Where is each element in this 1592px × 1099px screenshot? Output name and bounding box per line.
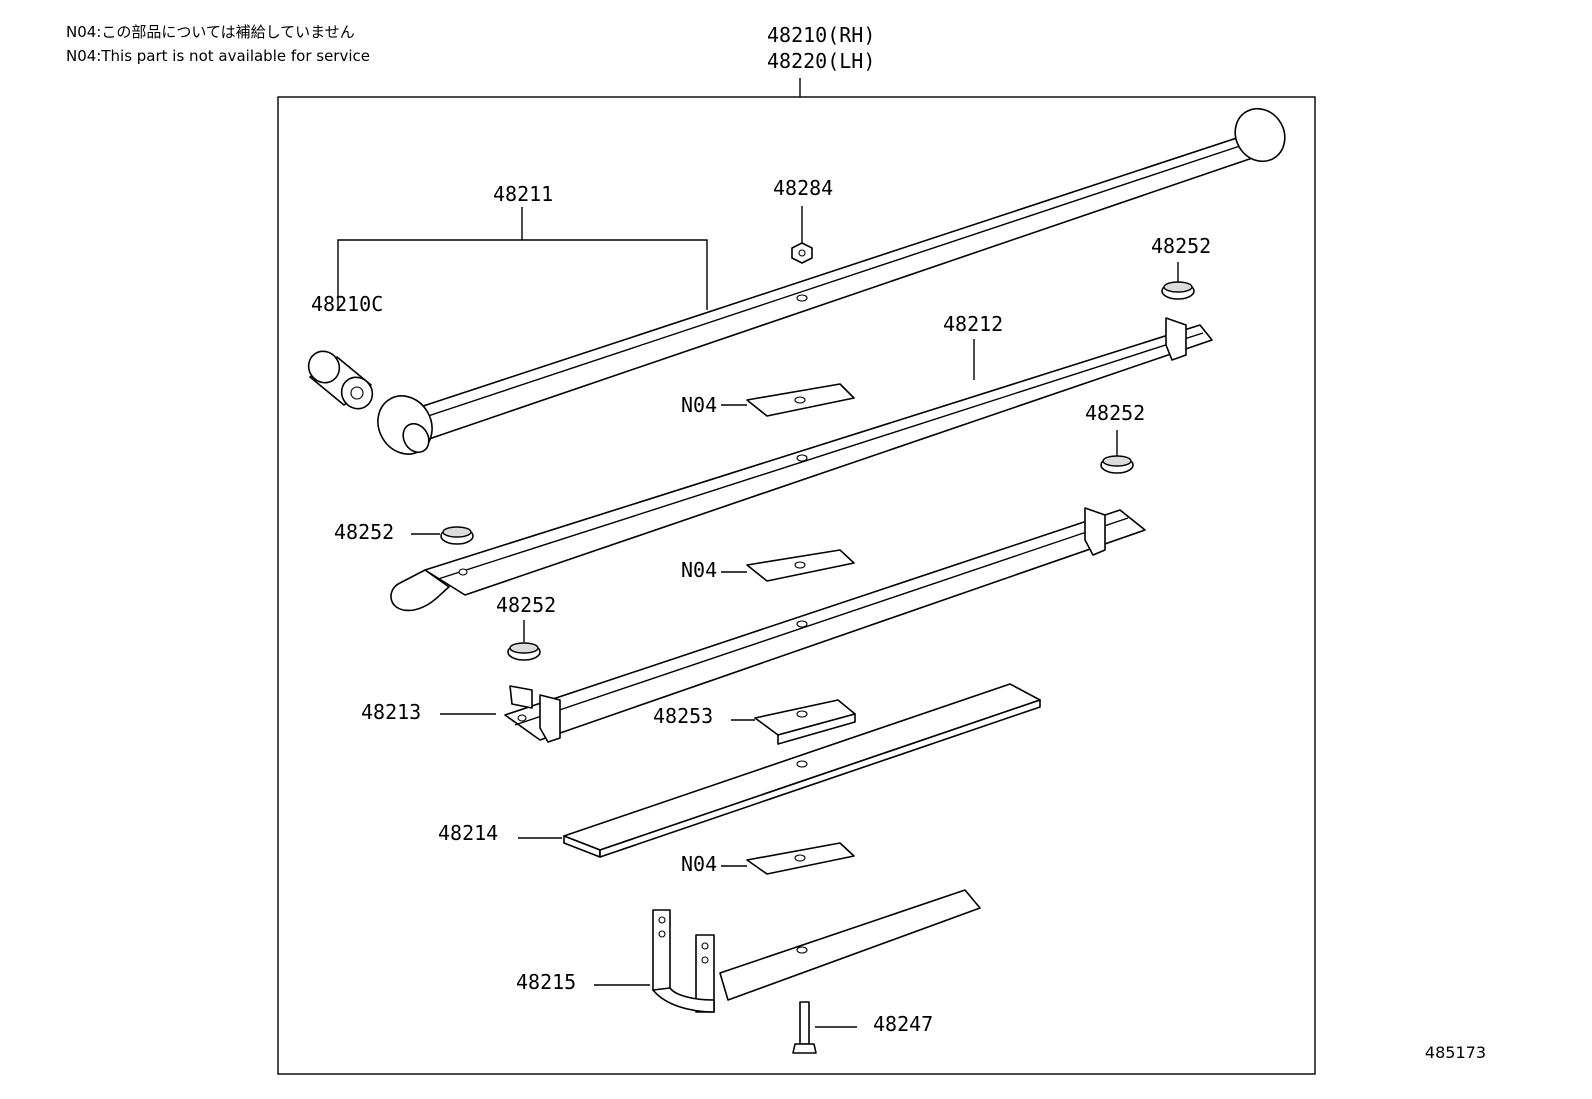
callout-48213[interactable]: 48213 — [361, 700, 421, 724]
callout-n04-a[interactable]: N04 — [681, 393, 717, 417]
rubber-pad-48252-b — [1100, 455, 1134, 474]
callout-48215[interactable]: 48215 — [516, 970, 576, 994]
clip-leaf-48215 — [652, 889, 981, 1013]
n04-plate-a — [746, 383, 855, 417]
callout-48210C[interactable]: 48210C — [311, 292, 383, 316]
callout-n04-b[interactable]: N04 — [681, 558, 717, 582]
n04-plate-c — [746, 842, 855, 875]
assembly-lh-label[interactable]: 48220(LH) — [767, 49, 875, 73]
leaf-48214 — [563, 683, 1041, 858]
callout-48253[interactable]: 48253 — [653, 704, 713, 728]
callout-48252-c[interactable]: 48252 — [334, 520, 394, 544]
spacer-48253 — [754, 699, 856, 745]
rubber-pad-48252-a — [1161, 281, 1195, 300]
rubber-pad-48252-c — [440, 526, 474, 545]
leaf-48212 — [390, 317, 1213, 612]
callout-48252-a[interactable]: 48252 — [1151, 234, 1211, 258]
assembly-rh-label[interactable]: 48210(RH) — [767, 23, 875, 47]
rubber-pad-48252-d — [507, 642, 541, 661]
callout-48252-b[interactable]: 48252 — [1085, 401, 1145, 425]
bolt-48247 — [792, 1001, 817, 1054]
leader-48211 — [337, 239, 708, 310]
diagram-frame — [277, 96, 1316, 1075]
illustration-number: 485173 — [1424, 1043, 1486, 1062]
callout-48252-d[interactable]: 48252 — [496, 593, 556, 617]
service-note-english: N04:This part is not available for servi… — [66, 47, 370, 65]
callout-48211[interactable]: 48211 — [493, 182, 553, 206]
callout-n04-c[interactable]: N04 — [681, 852, 717, 876]
service-note-japanese: N04:この部品については補給していません — [66, 23, 355, 41]
main-leaf-48211 — [377, 107, 1286, 455]
callout-48247[interactable]: 48247 — [873, 1012, 933, 1036]
bushing-48210C — [307, 350, 374, 410]
callout-48212[interactable]: 48212 — [943, 312, 1003, 336]
n04-plate-b — [746, 549, 855, 582]
callout-48214[interactable]: 48214 — [438, 821, 498, 845]
callout-48284[interactable]: 48284 — [773, 176, 833, 200]
nut-48284 — [791, 242, 813, 264]
leaf-48213 — [504, 507, 1146, 743]
